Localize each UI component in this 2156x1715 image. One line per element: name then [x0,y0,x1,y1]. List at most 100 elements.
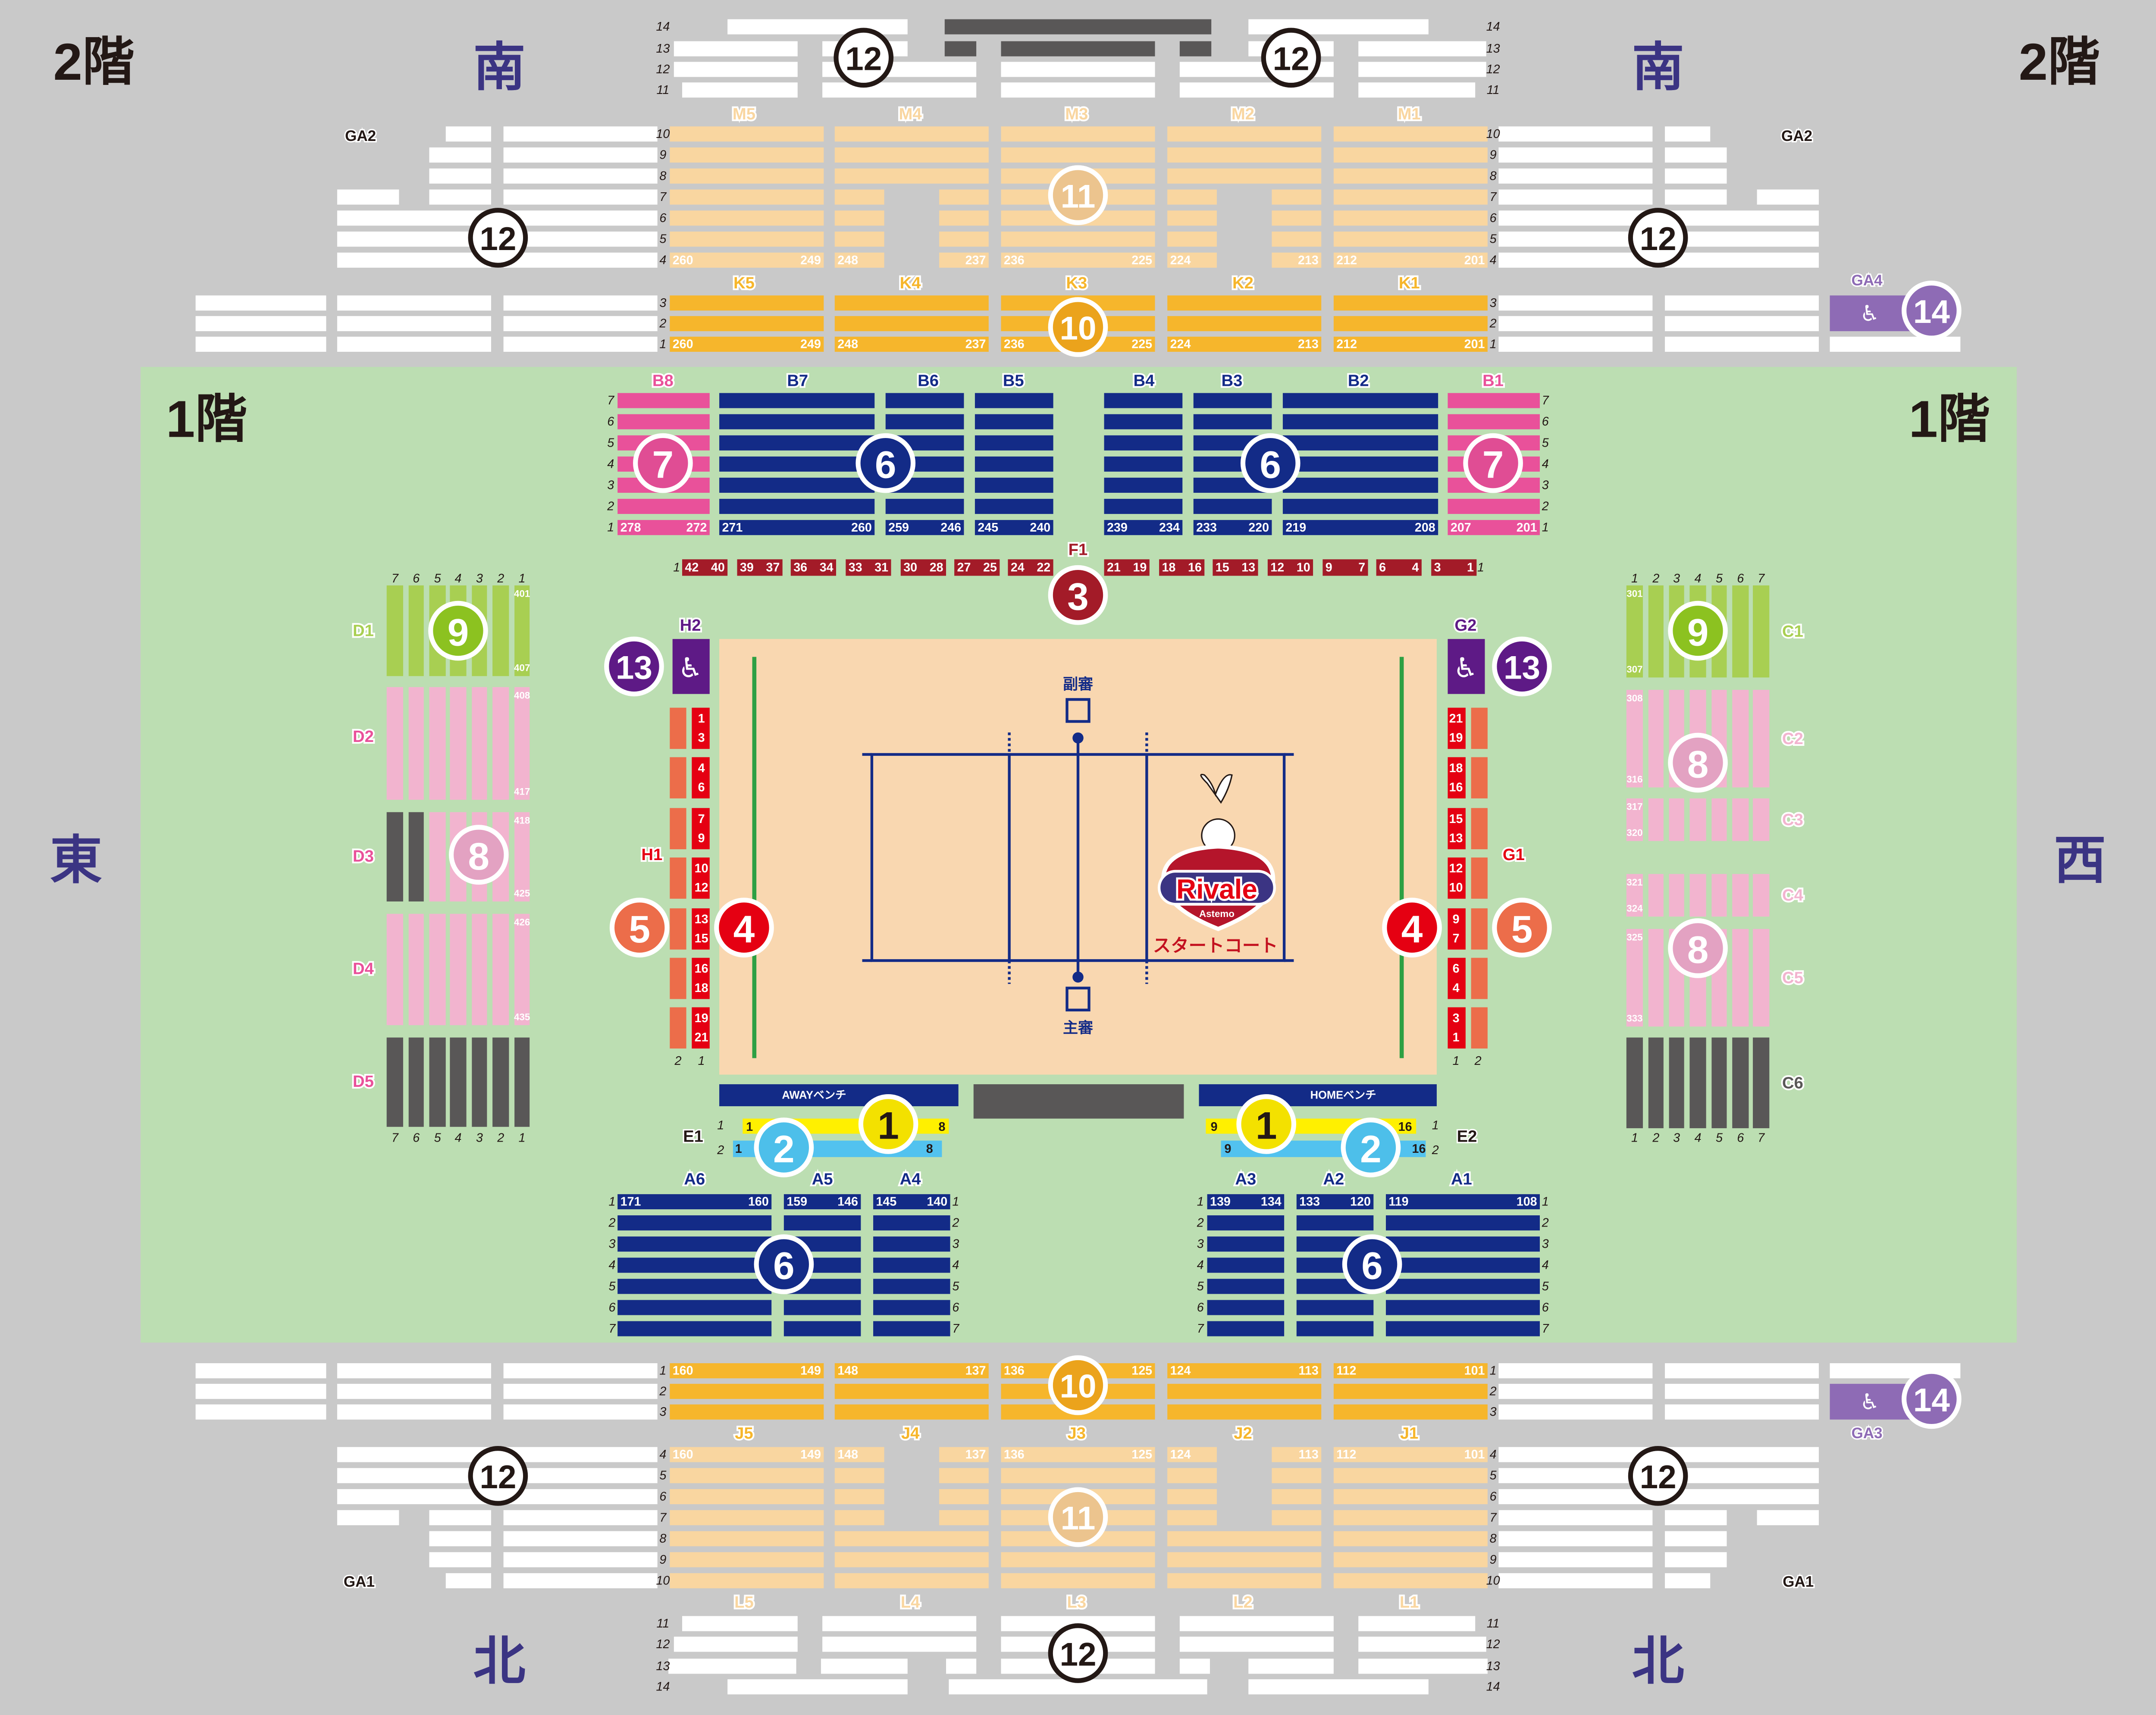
seat-block-g1-row2[interactable] [1471,757,1488,798]
seat-block-outer[interactable] [1498,336,1653,352]
seat-block-b2[interactable] [1282,393,1438,408]
seat-block-b7[interactable] [719,414,875,429]
seat-block-f1[interactable] [1322,559,1368,576]
seat-block-k[interactable] [834,336,989,352]
seat-block-g1-row2[interactable] [1471,707,1488,749]
seat-block-outer[interactable] [503,316,658,332]
seat-block-outer[interactable] [503,126,658,142]
seat-block-b8[interactable] [617,414,710,429]
seat-block-b5[interactable] [975,477,1053,493]
seat-block-j[interactable] [670,1489,824,1505]
seat-block-outer[interactable] [337,295,491,311]
seat-block-c3[interactable] [1689,798,1706,841]
seat-block-front[interactable] [1167,1383,1322,1399]
seat-block-front[interactable] [1167,1404,1322,1420]
seat-block-c5[interactable] [1626,929,1643,1027]
seat-block-d4[interactable] [408,914,424,1025]
seat-block-outer[interactable] [429,1552,491,1568]
seat-block-front[interactable] [1333,1363,1488,1379]
seat-row-block[interactable] [1358,41,1486,56]
seat-block-m[interactable] [670,252,824,268]
seat-block-m[interactable] [1167,147,1322,163]
seat-block-a3[interactable] [1207,1300,1285,1315]
seat-block-j[interactable] [1272,1510,1322,1525]
seat-block-outer[interactable] [1498,252,1653,268]
seat-block-outer[interactable] [1498,316,1653,332]
seat-block-m[interactable] [1333,189,1488,205]
seat-block-f1[interactable] [900,559,946,576]
seat-block-outer[interactable] [503,1510,658,1525]
seat-block-outer[interactable] [1498,232,1653,247]
seat-block-k[interactable] [1167,316,1322,332]
seat-block-outer[interactable] [1665,1489,1819,1505]
seat-block-m[interactable] [834,168,989,184]
seat-block-k[interactable] [670,316,824,332]
seat-block-outer[interactable] [1665,1447,1819,1462]
seat-row-block[interactable] [674,1637,798,1652]
seat-block-b4[interactable] [1104,393,1183,408]
seat-block-outer[interactable] [337,252,491,268]
seat-block-a2[interactable] [1296,1321,1374,1336]
seat-block-j[interactable] [670,1531,824,1546]
seat-block-g1-row1[interactable] [1448,1007,1466,1049]
seat-block-j[interactable] [1001,1468,1155,1483]
seat-row-block[interactable] [1358,1637,1486,1652]
seat-block-j[interactable] [1167,1552,1322,1568]
seat-block-outer[interactable] [429,168,491,184]
seat-block-k[interactable] [670,336,824,352]
seat-block-outer[interactable] [429,1531,491,1546]
seat-block-d1[interactable] [492,585,509,676]
seat-block-a2[interactable] [1296,1215,1374,1231]
seat-block-outer[interactable] [1498,189,1653,205]
seat-block-outer[interactable] [1665,1383,1819,1399]
seat-block-a1[interactable] [1386,1236,1540,1252]
seat-block-outer[interactable] [1498,1552,1653,1568]
seat-block-a6[interactable] [617,1321,772,1336]
seat-row-block[interactable] [1248,1679,1429,1695]
seat-block-b5[interactable] [975,414,1053,429]
seat-block-b6[interactable] [885,520,964,535]
seat-row-block[interactable] [727,19,908,34]
seat-block-d4[interactable] [386,914,403,1025]
seat-block-f1[interactable] [682,559,728,576]
seat-block-j[interactable] [1001,1573,1155,1589]
seat-block-k[interactable] [1333,336,1488,352]
seat-block-b1[interactable] [1448,393,1540,408]
seat-block-b6[interactable] [885,393,964,408]
seat-block-c4[interactable] [1669,874,1684,917]
seat-block-a6[interactable] [617,1194,772,1209]
seat-block-outer[interactable] [1498,168,1653,184]
seat-block-outer[interactable] [1665,232,1819,247]
seat-block-a3[interactable] [1207,1215,1285,1231]
seat-block-outer[interactable] [1498,147,1653,163]
seat-block-front[interactable] [670,1383,824,1399]
seat-block-b2[interactable] [1282,520,1438,535]
seat-row-block[interactable] [1358,1659,1488,1674]
seat-block-outer[interactable] [337,232,491,247]
seat-block-m[interactable] [939,232,989,247]
seat-block-d1[interactable] [386,585,403,676]
seat-block-outer[interactable] [503,295,658,311]
seat-row-block[interactable] [1248,1659,1334,1674]
seat-row-block[interactable] [822,1616,977,1631]
seat-block-outer[interactable] [337,189,399,205]
seat-block-m[interactable] [834,252,884,268]
seat-block-m[interactable] [1333,232,1488,247]
seat-block-m[interactable] [1167,232,1217,247]
seat-block-outer[interactable] [1498,295,1653,311]
seat-block-m[interactable] [834,189,884,205]
seat-block-j[interactable] [1272,1447,1322,1462]
seat-block-m[interactable] [939,189,989,205]
seat-block-m[interactable] [939,210,989,226]
seat-block-a3[interactable] [1207,1321,1285,1336]
seat-block-outer[interactable] [1665,1468,1819,1483]
seat-block-outer[interactable] [503,1363,658,1379]
seat-block-a4[interactable] [873,1258,950,1273]
seat-block-a6[interactable] [617,1215,772,1231]
seat-block-a1[interactable] [1386,1300,1540,1315]
seat-block-f1[interactable] [846,559,891,576]
seat-block-c4[interactable] [1753,874,1770,917]
seat-block-j[interactable] [1333,1552,1488,1568]
seat-block-g1-row2[interactable] [1471,908,1488,950]
seat-block-outer[interactable] [195,295,326,311]
